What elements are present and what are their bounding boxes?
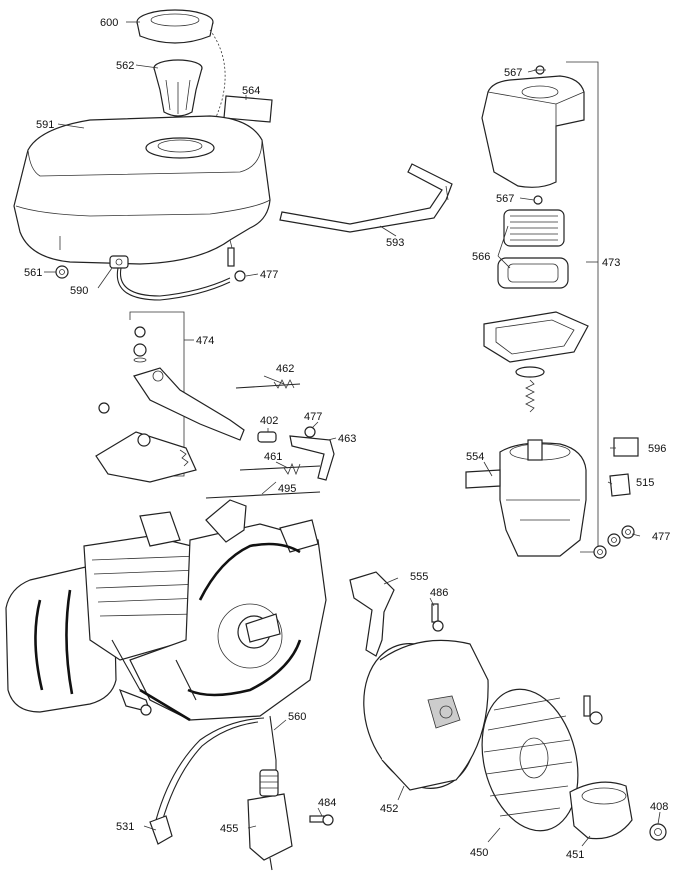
part-label-452[interactable]: 452 [380,803,398,815]
mounting-bolt[interactable] [98,402,110,414]
part-label-593[interactable]: 593 [386,237,404,249]
part-label-554[interactable]: 554 [466,451,484,463]
throttle-rod[interactable] [205,491,321,499]
part-label-461[interactable]: 461 [264,451,282,463]
part-label-566[interactable]: 566 [472,251,490,263]
governor-control-lever[interactable] [133,367,245,441]
governor-collar[interactable] [257,431,277,443]
control-plate[interactable] [95,431,197,483]
governor-lever[interactable] [289,435,335,481]
tank-mount-nut[interactable] [55,265,69,279]
part-label-484[interactable]: 484 [318,797,336,809]
part-label-495[interactable]: 495 [278,483,296,495]
part-label-564[interactable]: 564 [242,85,260,97]
spark-plug-boot[interactable] [149,815,173,845]
part-label-590[interactable]: 590 [70,285,88,297]
part-label-555[interactable]: 555 [410,571,428,583]
part-label-455[interactable]: 455 [220,823,238,835]
ignition-coil[interactable] [247,769,293,871]
flywheel-nut[interactable] [649,823,667,841]
air-filter-element[interactable] [503,209,565,247]
assembly-bracket-473 [566,61,599,553]
part-label-567-mid[interactable]: 567 [496,193,514,205]
part-label-560[interactable]: 560 [288,711,306,723]
intake-pipe[interactable] [465,469,501,489]
warning-label-decal[interactable] [223,95,273,123]
wing-nut-lower[interactable] [533,195,543,205]
engine-assembly [5,499,327,722]
part-label-562[interactable]: 562 [116,60,134,72]
part-label-462[interactable]: 462 [276,363,294,375]
part-label-531[interactable]: 531 [116,821,134,833]
governor-nut[interactable] [133,326,147,363]
fuel-cap[interactable] [136,9,214,44]
flywheel-cover-bolt[interactable] [431,603,444,632]
governor-link-rod[interactable] [239,462,321,476]
air-cleaner-base[interactable] [483,311,589,363]
fuel-tank[interactable] [13,115,271,265]
part-label-477-top[interactable]: 477 [260,269,278,281]
part-label-451[interactable]: 451 [566,849,584,861]
fuel-line-hose [116,267,231,301]
part-label-402[interactable]: 402 [260,415,278,427]
part-label-450[interactable]: 450 [470,847,488,859]
part-label-463[interactable]: 463 [338,433,356,445]
air-cleaner-nuts[interactable] [593,525,635,559]
label-decal-515[interactable] [609,473,631,497]
foam-pre-filter[interactable] [497,257,569,289]
part-label-473[interactable]: 473 [602,257,620,269]
control-nut[interactable] [304,426,316,438]
ignition-coil-bolt[interactable] [309,814,334,826]
leader-lines [44,21,661,847]
flywheel-stator-cover[interactable] [346,629,494,803]
flywheel-bolt[interactable] [583,695,603,725]
part-label-600[interactable]: 600 [100,17,118,29]
breather-spring[interactable] [525,379,535,413]
tank-mount-bolt[interactable] [227,247,246,282]
starter-cup[interactable] [569,781,633,840]
part-labels: 600 562 564 591 561 590 477 593 567 567 … [24,17,670,861]
part-label-474[interactable]: 474 [196,335,214,347]
part-label-561[interactable]: 561 [24,267,42,279]
fuel-line-tube[interactable] [279,163,453,233]
label-decal-596[interactable] [613,437,639,457]
part-label-486[interactable]: 486 [430,587,448,599]
governor-spring[interactable] [235,379,301,389]
part-label-477-right[interactable]: 477 [652,531,670,543]
fuel-valve[interactable] [109,255,129,269]
fuel-strainer[interactable] [153,59,203,117]
part-label-408[interactable]: 408 [650,801,668,813]
part-label-596[interactable]: 596 [648,443,666,455]
base-gasket[interactable] [515,366,545,378]
part-label-477-mid[interactable]: 477 [304,411,322,423]
throttle-spring-small[interactable] [179,449,189,467]
flywheel[interactable] [468,679,592,841]
part-label-515[interactable]: 515 [636,477,654,489]
part-label-567-top[interactable]: 567 [504,67,522,79]
air-cleaner-cover[interactable] [481,75,585,188]
ignition-shroud-bracket[interactable] [349,571,395,657]
part-label-591[interactable]: 591 [36,119,54,131]
carburetor-body[interactable] [499,439,587,557]
